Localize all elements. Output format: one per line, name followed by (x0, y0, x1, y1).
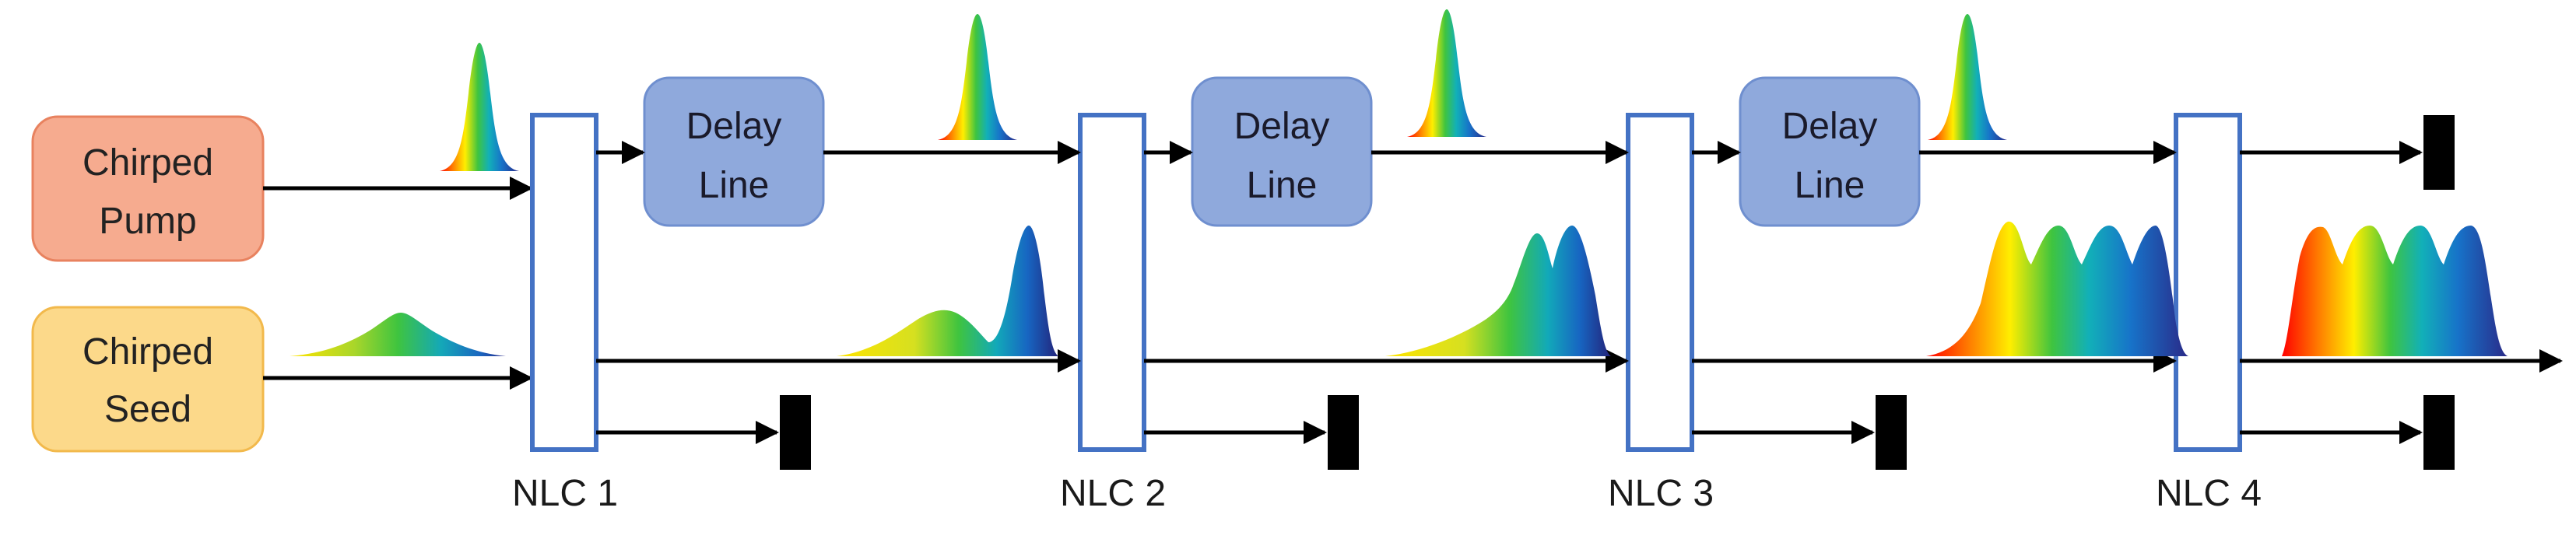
nlc-1-crystal (530, 113, 598, 452)
nlc-2-label: NLC 2 (1060, 473, 1166, 514)
nlc-3-crystal (1626, 113, 1694, 452)
signal-spectrum-1 (837, 226, 1058, 356)
delay-line-3-text-2: Line (1795, 165, 1865, 206)
beam-dump-idler-4 (2423, 395, 2455, 470)
pump-label-line2: Pump (99, 201, 196, 242)
delay-line-2-text-1: Delay (1234, 106, 1330, 147)
pump-source: Chirped Pump (31, 115, 265, 262)
delay-line-1-text-1: Delay (686, 106, 782, 147)
nlc-2-crystal (1078, 113, 1146, 452)
seed-source: Chirped Seed (31, 306, 265, 453)
beam-dump-idler-3 (1876, 395, 1907, 470)
pump-pulse-2 (938, 14, 1017, 140)
signal-spectrum-2 (1385, 226, 1611, 356)
pump-label-line1: Chirped (82, 142, 213, 184)
beam-dump-pump (2423, 115, 2455, 190)
pump-pulse-3 (1407, 9, 1486, 137)
pump-pulse-4 (1928, 14, 2007, 140)
delay-line-2: Delay Line (1191, 76, 1373, 227)
delay-line-2-text-2: Line (1247, 165, 1318, 206)
signal-spectrum-output (2282, 226, 2508, 356)
delay-line-3-text-1: Delay (1782, 106, 1878, 147)
pump-pulse-1 (440, 43, 519, 171)
delay-line-1: Delay Line (643, 76, 825, 227)
nlc-3-label: NLC 3 (1608, 473, 1714, 514)
seed-spectrum (290, 313, 506, 356)
beam-dump-idler-1 (780, 395, 811, 470)
seed-label-line1: Chirped (82, 331, 213, 373)
delay-line-3: Delay Line (1739, 76, 1921, 227)
beam-dump-idler-2 (1328, 395, 1359, 470)
seed-label-line2: Seed (104, 389, 191, 430)
nlc-4-crystal (2174, 113, 2242, 452)
delay-line-1-text-2: Line (699, 165, 770, 206)
signal-spectrum-3 (1926, 221, 2188, 356)
nlc-1-label: NLC 1 (512, 473, 618, 514)
nlc-4-label: NLC 4 (2156, 473, 2262, 514)
